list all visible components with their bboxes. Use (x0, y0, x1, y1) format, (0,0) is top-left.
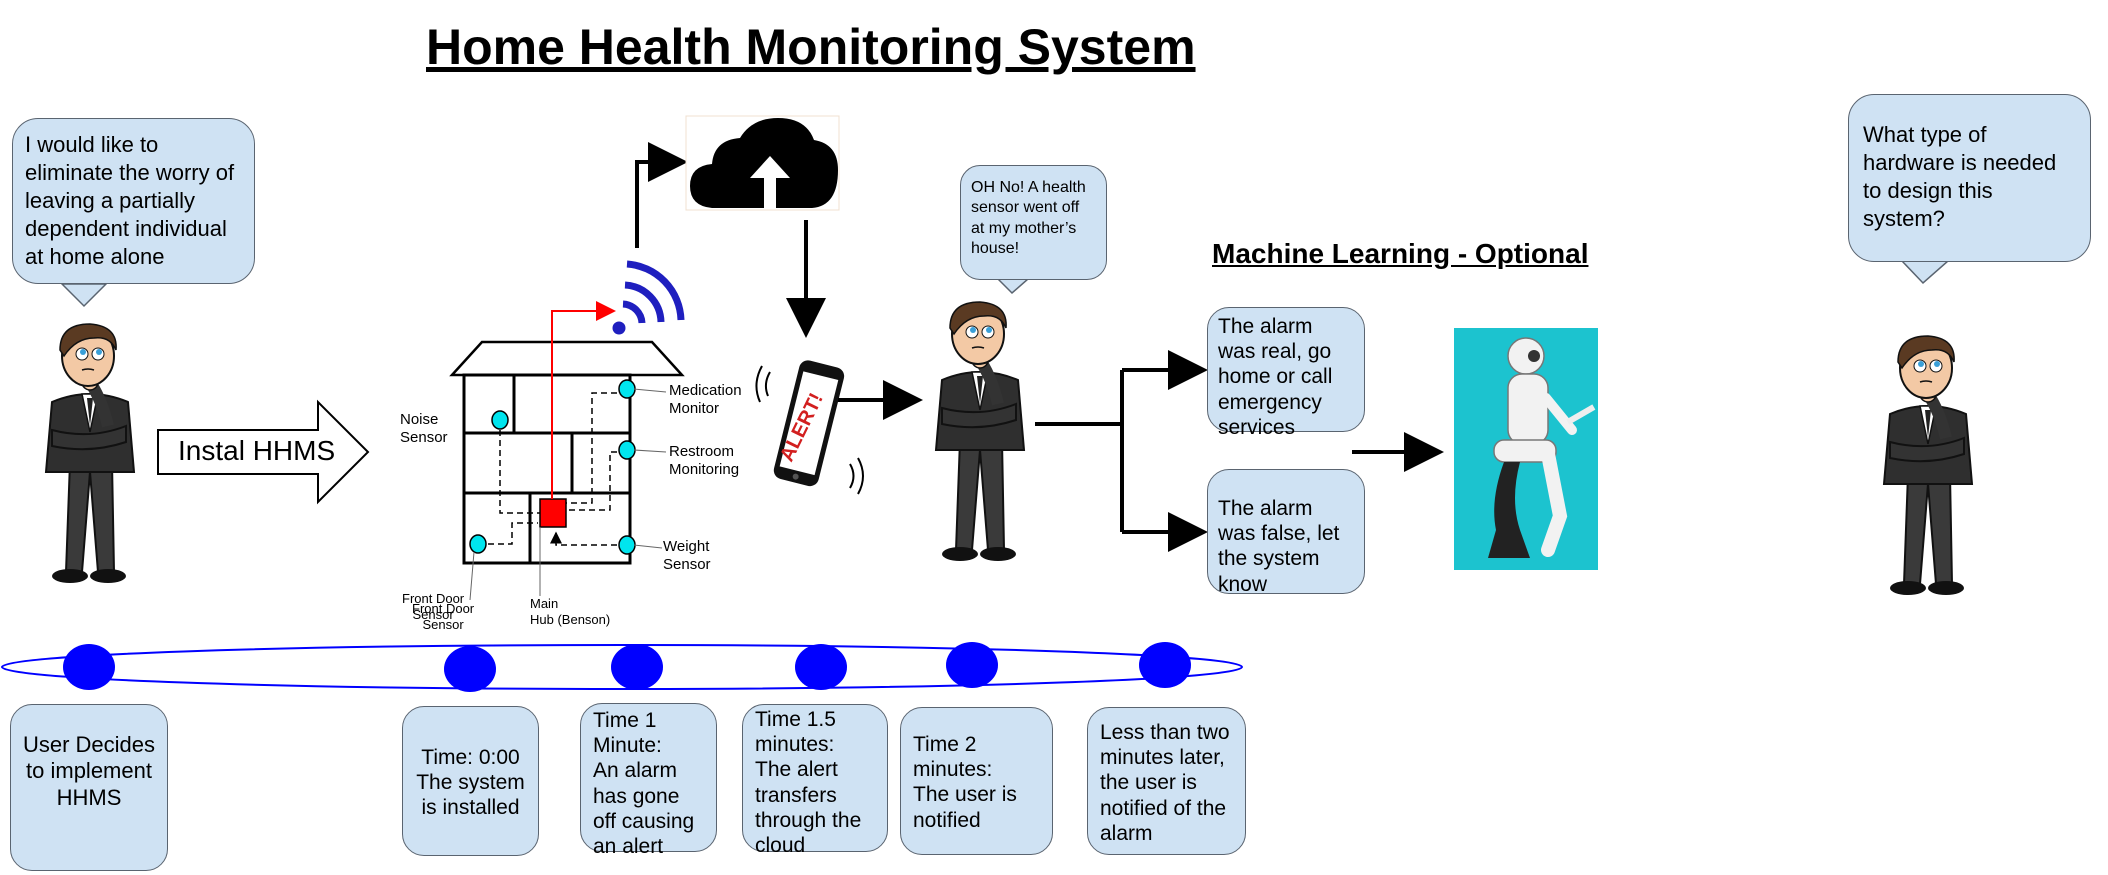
section-title: Machine Learning - Optional (1212, 238, 1589, 269)
phone-alert-icon: ALERT! (755, 360, 864, 495)
install-arrow-shape (157, 399, 370, 505)
main-hub-square (539, 498, 567, 528)
restroom-monitoring-label: Restroom Monitoring (669, 443, 740, 478)
branch-arrows (1035, 350, 1444, 552)
timeline-marker (1139, 642, 1191, 688)
restroom-sensor-dot (618, 440, 636, 460)
install-arrow-label: Instal HHMS (178, 435, 336, 466)
robot-reading-image (1454, 328, 1598, 570)
person-thinking-right (1884, 336, 1972, 595)
upload-arrow (635, 142, 688, 248)
noise-sensor-label: Noise Sensor (400, 411, 448, 446)
timeline-step-1: User Decides to implement HHMS (10, 704, 168, 871)
front-door-sensor-label: Front Door Sensor (402, 591, 465, 622)
timeline-step-6: Less than two minutes later, the user is… (1087, 707, 1246, 855)
front-door-sensor-label-duplicate: Front Door Sensor (412, 601, 475, 632)
page-title: Home Health Monitoring System (426, 19, 1196, 75)
timeline-step-5: Time 2 minutes: The user is notified (900, 707, 1053, 855)
timeline-step-2: Time: 0:00 The system is installed (402, 706, 539, 856)
wifi-icon (612, 260, 685, 335)
person-thinking-middle (936, 302, 1024, 561)
timeline (1, 642, 1243, 692)
weight-sensor-dot (618, 535, 636, 555)
timeline-marker (63, 644, 115, 690)
timeline-step-3: Time 1 Minute: An alarm has gone off cau… (580, 703, 717, 858)
timeline-marker (795, 644, 847, 690)
speech-bubble-hardware-question: What type of hardware is needed to desig… (1848, 94, 2091, 262)
weight-sensor-label: Weight Sensor (663, 538, 711, 573)
medication-monitor-label: Medication Monitor (669, 382, 742, 417)
timeline-marker (611, 644, 663, 690)
option-alarm-false: The alarm was false, let the system know (1207, 469, 1365, 596)
person-thinking-left (46, 324, 134, 583)
timeline-step-4: Time 1.5 minutes: The alert transfers th… (742, 704, 888, 857)
cloud-upload-icon (685, 115, 840, 211)
option-alarm-real: The alarm was real, go home or call emer… (1207, 307, 1365, 439)
medication-sensor-dot (618, 379, 636, 399)
hub-signal-arrow (551, 301, 616, 499)
front-door-sensor-dot (469, 534, 487, 554)
speech-bubble-user-worry: I would like to eliminate the worry of l… (12, 118, 255, 284)
noise-sensor-dot (491, 410, 509, 430)
speech-bubble-alert: OH No! A health sensor went off at my mo… (960, 165, 1107, 280)
timeline-marker (444, 646, 496, 692)
house-floorplan (449, 340, 685, 565)
timeline-marker (946, 642, 998, 688)
main-hub-label: Main Hub (Benson) (530, 596, 611, 627)
